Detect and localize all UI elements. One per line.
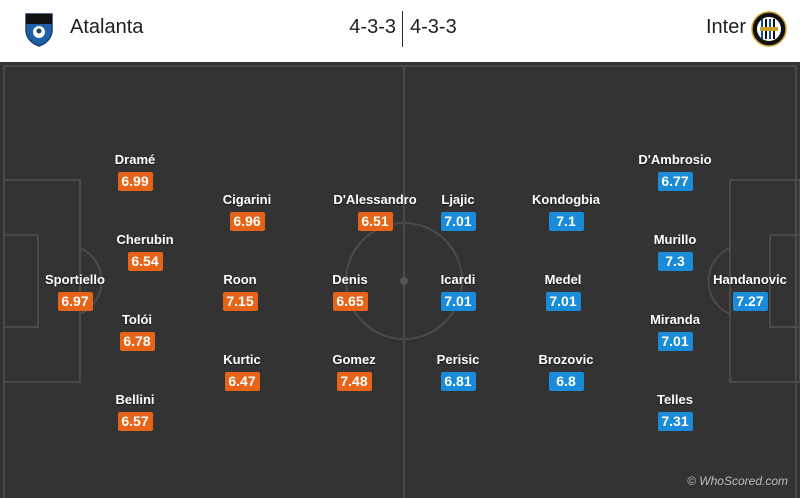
player-rating: 6.97 <box>57 292 93 311</box>
inter-crest-icon <box>751 11 787 47</box>
player-name: Gomez <box>332 352 376 367</box>
player-rating: 6.81 <box>440 372 476 391</box>
player-rating: 7.01 <box>657 332 693 351</box>
home-player[interactable]: Denis 6.65 <box>300 272 400 311</box>
player-rating: 6.8 <box>548 372 584 391</box>
home-player[interactable]: Kurtic 6.47 <box>192 352 292 391</box>
away-player[interactable]: Murillo 7.3 <box>625 232 725 271</box>
away-player[interactable]: Miranda 7.01 <box>625 312 725 351</box>
pitch-lines <box>3 65 800 498</box>
player-name: Telles <box>657 392 693 407</box>
player-name: Cherubin <box>116 232 174 247</box>
player-rating: 6.47 <box>224 372 260 391</box>
player-name: Denis <box>332 272 368 287</box>
away-player[interactable]: D'Ambrosio 6.77 <box>625 152 725 191</box>
home-player[interactable]: Gomez 7.48 <box>304 352 404 391</box>
player-rating: 6.77 <box>657 172 693 191</box>
player-rating: 6.96 <box>229 212 265 231</box>
player-name: Sportiello <box>45 272 105 287</box>
player-rating: 7.01 <box>440 292 476 311</box>
player-name: Brozovic <box>538 352 594 367</box>
formation-divider <box>402 11 403 47</box>
player-rating: 7.15 <box>222 292 258 311</box>
whoscored-credit: © WhoScored.com <box>687 474 788 488</box>
player-rating: 7.1 <box>548 212 584 231</box>
away-player[interactable]: Medel 7.01 <box>513 272 613 311</box>
home-player[interactable]: Sportiello 6.97 <box>25 272 125 311</box>
player-name: D'Alessandro <box>333 192 417 207</box>
player-rating: 6.54 <box>127 252 163 271</box>
player-name: Dramé <box>114 152 156 167</box>
away-player[interactable]: Icardi 7.01 <box>408 272 508 311</box>
player-rating: 7.01 <box>440 212 476 231</box>
player-name: Tolói <box>121 312 153 327</box>
player-name: Bellini <box>115 392 155 407</box>
player-name: Icardi <box>440 272 476 287</box>
away-player[interactable]: Kondogbia 7.1 <box>516 192 616 231</box>
home-player[interactable]: Bellini 6.57 <box>85 392 185 431</box>
match-header: Atalanta 4-3-3 4-3-3 Inter <box>0 0 800 62</box>
player-name: Perisic <box>436 352 480 367</box>
away-team-name: Inter <box>705 16 746 38</box>
player-name: Miranda <box>650 312 700 327</box>
player-name: Roon <box>223 272 257 287</box>
player-name: Medel <box>544 272 582 287</box>
away-player[interactable]: Telles 7.31 <box>625 392 725 431</box>
away-player[interactable]: Brozovic 6.8 <box>516 352 616 391</box>
away-player[interactable]: Handanovic 7.27 <box>700 272 800 311</box>
home-player[interactable]: Cherubin 6.54 <box>95 232 195 271</box>
home-player[interactable]: Roon 7.15 <box>190 272 290 311</box>
away-formation: 4-3-3 <box>410 16 457 38</box>
player-rating: 7.31 <box>657 412 693 431</box>
player-rating: 6.65 <box>332 292 368 311</box>
player-name: Murillo <box>653 232 697 247</box>
away-player[interactable]: Perisic 6.81 <box>408 352 508 391</box>
home-player[interactable]: Dramé 6.99 <box>85 152 185 191</box>
player-rating: 6.99 <box>117 172 153 191</box>
player-name: Handanovic <box>713 272 787 287</box>
home-player[interactable]: Cigarini 6.96 <box>197 192 297 231</box>
player-rating: 6.51 <box>357 212 393 231</box>
atalanta-crest-icon <box>25 13 53 47</box>
player-name: Ljajic <box>441 192 475 207</box>
player-name: Kurtic <box>223 352 261 367</box>
player-name: Kondogbia <box>532 192 600 207</box>
player-name: Cigarini <box>222 192 272 207</box>
player-rating: 6.57 <box>117 412 153 431</box>
player-rating: 7.3 <box>657 252 693 271</box>
player-name: D'Ambrosio <box>638 152 712 167</box>
player-rating: 6.78 <box>119 332 155 351</box>
home-team-name: Atalanta <box>70 16 144 38</box>
home-player[interactable]: D'Alessandro 6.51 <box>325 192 425 231</box>
away-player[interactable]: Ljajic 7.01 <box>408 192 508 231</box>
player-rating: 7.27 <box>732 292 768 311</box>
player-rating: 7.48 <box>336 372 372 391</box>
player-rating: 7.01 <box>545 292 581 311</box>
home-formation: 4-3-3 <box>349 16 396 38</box>
home-player[interactable]: Tolói 6.78 <box>87 312 187 351</box>
